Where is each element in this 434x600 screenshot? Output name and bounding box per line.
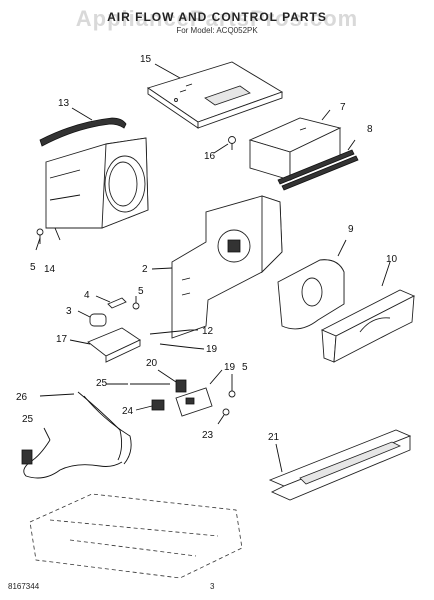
callout-8: 8 bbox=[367, 124, 373, 135]
fan-shroud: 14 bbox=[44, 137, 149, 275]
foam-seal: 13 bbox=[39, 98, 127, 147]
screw-5-mid: 5 bbox=[132, 286, 144, 310]
watermark: AppliancePartsPros.com bbox=[75, 6, 359, 31]
callout-13: 13 bbox=[58, 98, 70, 109]
power-cord: 25 bbox=[21, 414, 123, 479]
switch-shaft: 25 bbox=[96, 378, 170, 389]
control-panel-bracket: 19 bbox=[175, 362, 236, 417]
blower-front-panel: 10 bbox=[320, 254, 416, 363]
document-number: 8167344 bbox=[8, 582, 40, 591]
callout-5-left: 5 bbox=[30, 262, 36, 273]
support-rod: 8 bbox=[277, 124, 373, 191]
screw-23: 23 bbox=[202, 408, 230, 441]
page-number: 3 bbox=[210, 582, 215, 591]
rotary-switch: 20 bbox=[146, 358, 187, 393]
callout-26: 25 bbox=[22, 414, 34, 425]
capacitor: 3 bbox=[66, 306, 107, 327]
callout-25: 25 bbox=[96, 378, 108, 389]
callout-22: 20 bbox=[146, 358, 158, 369]
callout-7: 7 bbox=[340, 102, 346, 113]
callout-5-mid: 5 bbox=[138, 286, 144, 297]
callout-12: 12 bbox=[202, 326, 214, 337]
sensor-wire: 19 bbox=[159, 343, 218, 355]
callout-24: 24 bbox=[122, 406, 134, 417]
callout-27: 26 bbox=[16, 392, 28, 403]
screw-5-left: 5 bbox=[30, 228, 44, 273]
callout-19: 19 bbox=[224, 362, 236, 373]
callout-9: 9 bbox=[348, 224, 354, 235]
diagram-subtitle: For Model: ACQ052PK bbox=[176, 26, 258, 35]
callout-20: 21 bbox=[268, 432, 280, 443]
callout-17: 17 bbox=[56, 334, 68, 345]
drain-pan: 21 bbox=[268, 429, 412, 501]
base-pan-outline bbox=[29, 493, 243, 579]
callout-4: 4 bbox=[84, 290, 90, 301]
callout-23: 23 bbox=[202, 430, 214, 441]
callout-15: 15 bbox=[140, 54, 152, 65]
callout-2: 2 bbox=[142, 264, 148, 275]
callout-5-right: 5 bbox=[242, 362, 248, 373]
blower-housing: 9 bbox=[277, 224, 354, 330]
wire-harness: 26 bbox=[16, 391, 132, 465]
control-bracket: 17 bbox=[56, 327, 141, 363]
callout-16: 16 bbox=[204, 151, 216, 162]
callout-10: 10 bbox=[386, 254, 398, 265]
screw-5-right: 5 bbox=[228, 362, 248, 398]
capacitor-bracket: 4 bbox=[84, 290, 127, 309]
screw-16: 16 bbox=[204, 136, 236, 162]
bulkhead-partition: 2 bbox=[142, 195, 283, 339]
callout-14: 14 bbox=[44, 264, 56, 275]
top-cover-panel: 15 bbox=[140, 54, 284, 129]
selector-switch: 24 bbox=[122, 399, 165, 417]
callout-3: 3 bbox=[66, 306, 72, 317]
diagram-title: AIR FLOW AND CONTROL PARTS bbox=[107, 10, 327, 24]
callout-21: 19 bbox=[206, 344, 218, 355]
thermistor: 12 bbox=[149, 326, 214, 337]
control-cover: 7 bbox=[248, 102, 346, 181]
